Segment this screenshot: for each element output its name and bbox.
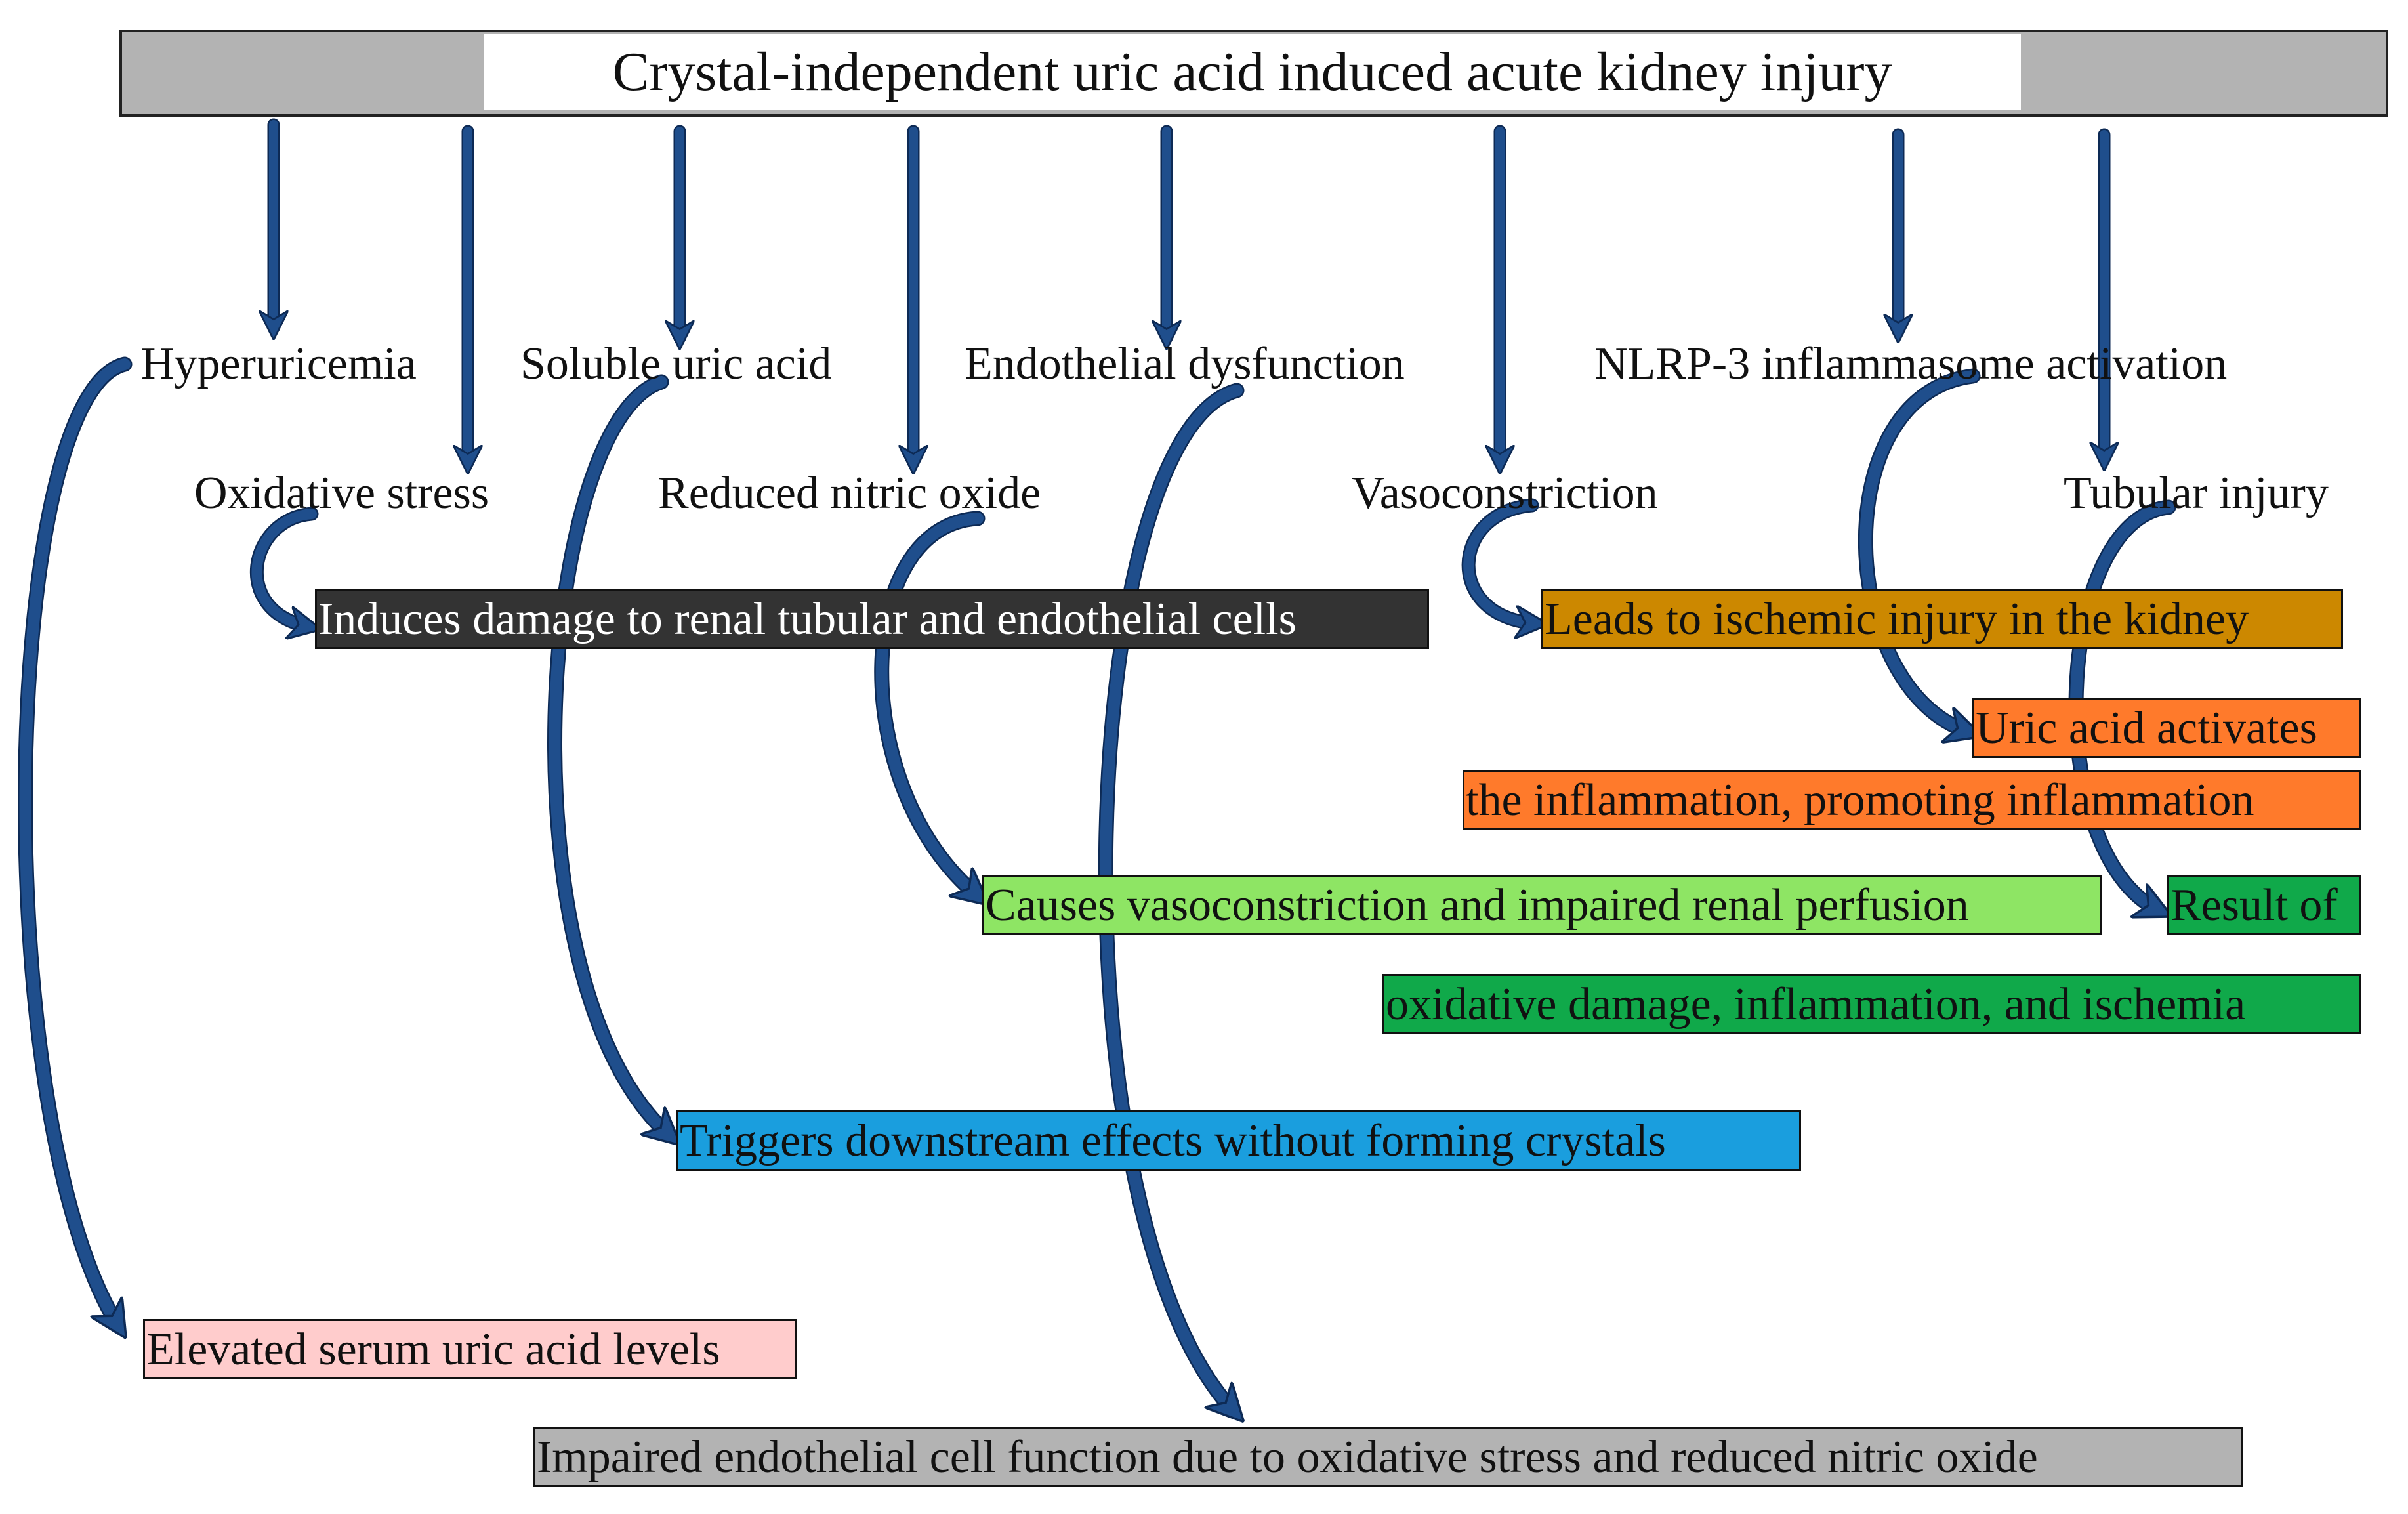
label-hyperuricemia: Hyperuricemia <box>141 339 417 389</box>
effect-inflammation-line2: the inflammation, promoting inflammation <box>1463 770 2361 830</box>
label-soluble-uric-acid: Soluble uric acid <box>520 339 832 389</box>
effect-endothelial-function: Impaired endothelial cell function due t… <box>533 1427 2243 1487</box>
effect-no-crystals: Triggers downstream effects without form… <box>676 1110 1801 1171</box>
arrow-oxidative-to-damage <box>251 509 312 627</box>
label-oxidative-stress: Oxidative stress <box>194 468 489 518</box>
arrow-soluble-to-crystals-outline <box>547 374 677 1143</box>
arrow-nlrp3-to-inflammation <box>1859 370 1973 732</box>
arrow-vasoconstriction-to-ischemic <box>1463 500 1535 623</box>
effect-tubular-line1: Result of <box>2167 875 2361 935</box>
label-tubular-injury: Tubular injury <box>2064 468 2329 518</box>
arrow-soluble-to-crystals <box>549 376 669 1135</box>
diagram-title: Crystal-independent uric acid induced ac… <box>484 34 2021 110</box>
effect-tubular-line2: oxidative damage, inflammation, and isch… <box>1382 974 2361 1034</box>
effect-serum-uric-acid: Elevated serum uric acid levels <box>143 1319 797 1379</box>
effect-inflammation-line1: Uric acid activates <box>1972 698 2361 758</box>
arrow-hyperuricemia-to-serum-outline <box>18 356 133 1334</box>
effect-renal-perfusion: Causes vasoconstriction and impaired ren… <box>982 875 2102 935</box>
effect-cell-damage: Induces damage to renal tubular and endo… <box>315 589 1429 649</box>
arrow-endothelial-to-impaired-function <box>1100 385 1237 1411</box>
arrow-vasoconstriction-to-ischemic-outline <box>1461 498 1543 631</box>
label-vasoconstriction: Vasoconstriction <box>1352 468 1658 518</box>
arrow-nlrp3-to-inflammation-outline <box>1858 368 1981 740</box>
effect-ischemic-injury: Leads to ischemic injury in the kidney <box>1541 589 2343 649</box>
arrow-nitric-oxide-to-perfusion <box>875 513 978 896</box>
arrow-hyperuricemia-to-serum <box>19 358 131 1326</box>
arrow-oxidative-to-damage-outline <box>249 507 319 634</box>
label-reduced-nitric-oxide: Reduced nitric oxide <box>658 468 1041 518</box>
label-endothelial-dysfunction: Endothelial dysfunction <box>965 339 1405 389</box>
label-nlrp3-activation: NLRP-3 inflammasome activation <box>1594 339 2228 389</box>
arrow-tubular-injury-to-result <box>2070 501 2169 910</box>
